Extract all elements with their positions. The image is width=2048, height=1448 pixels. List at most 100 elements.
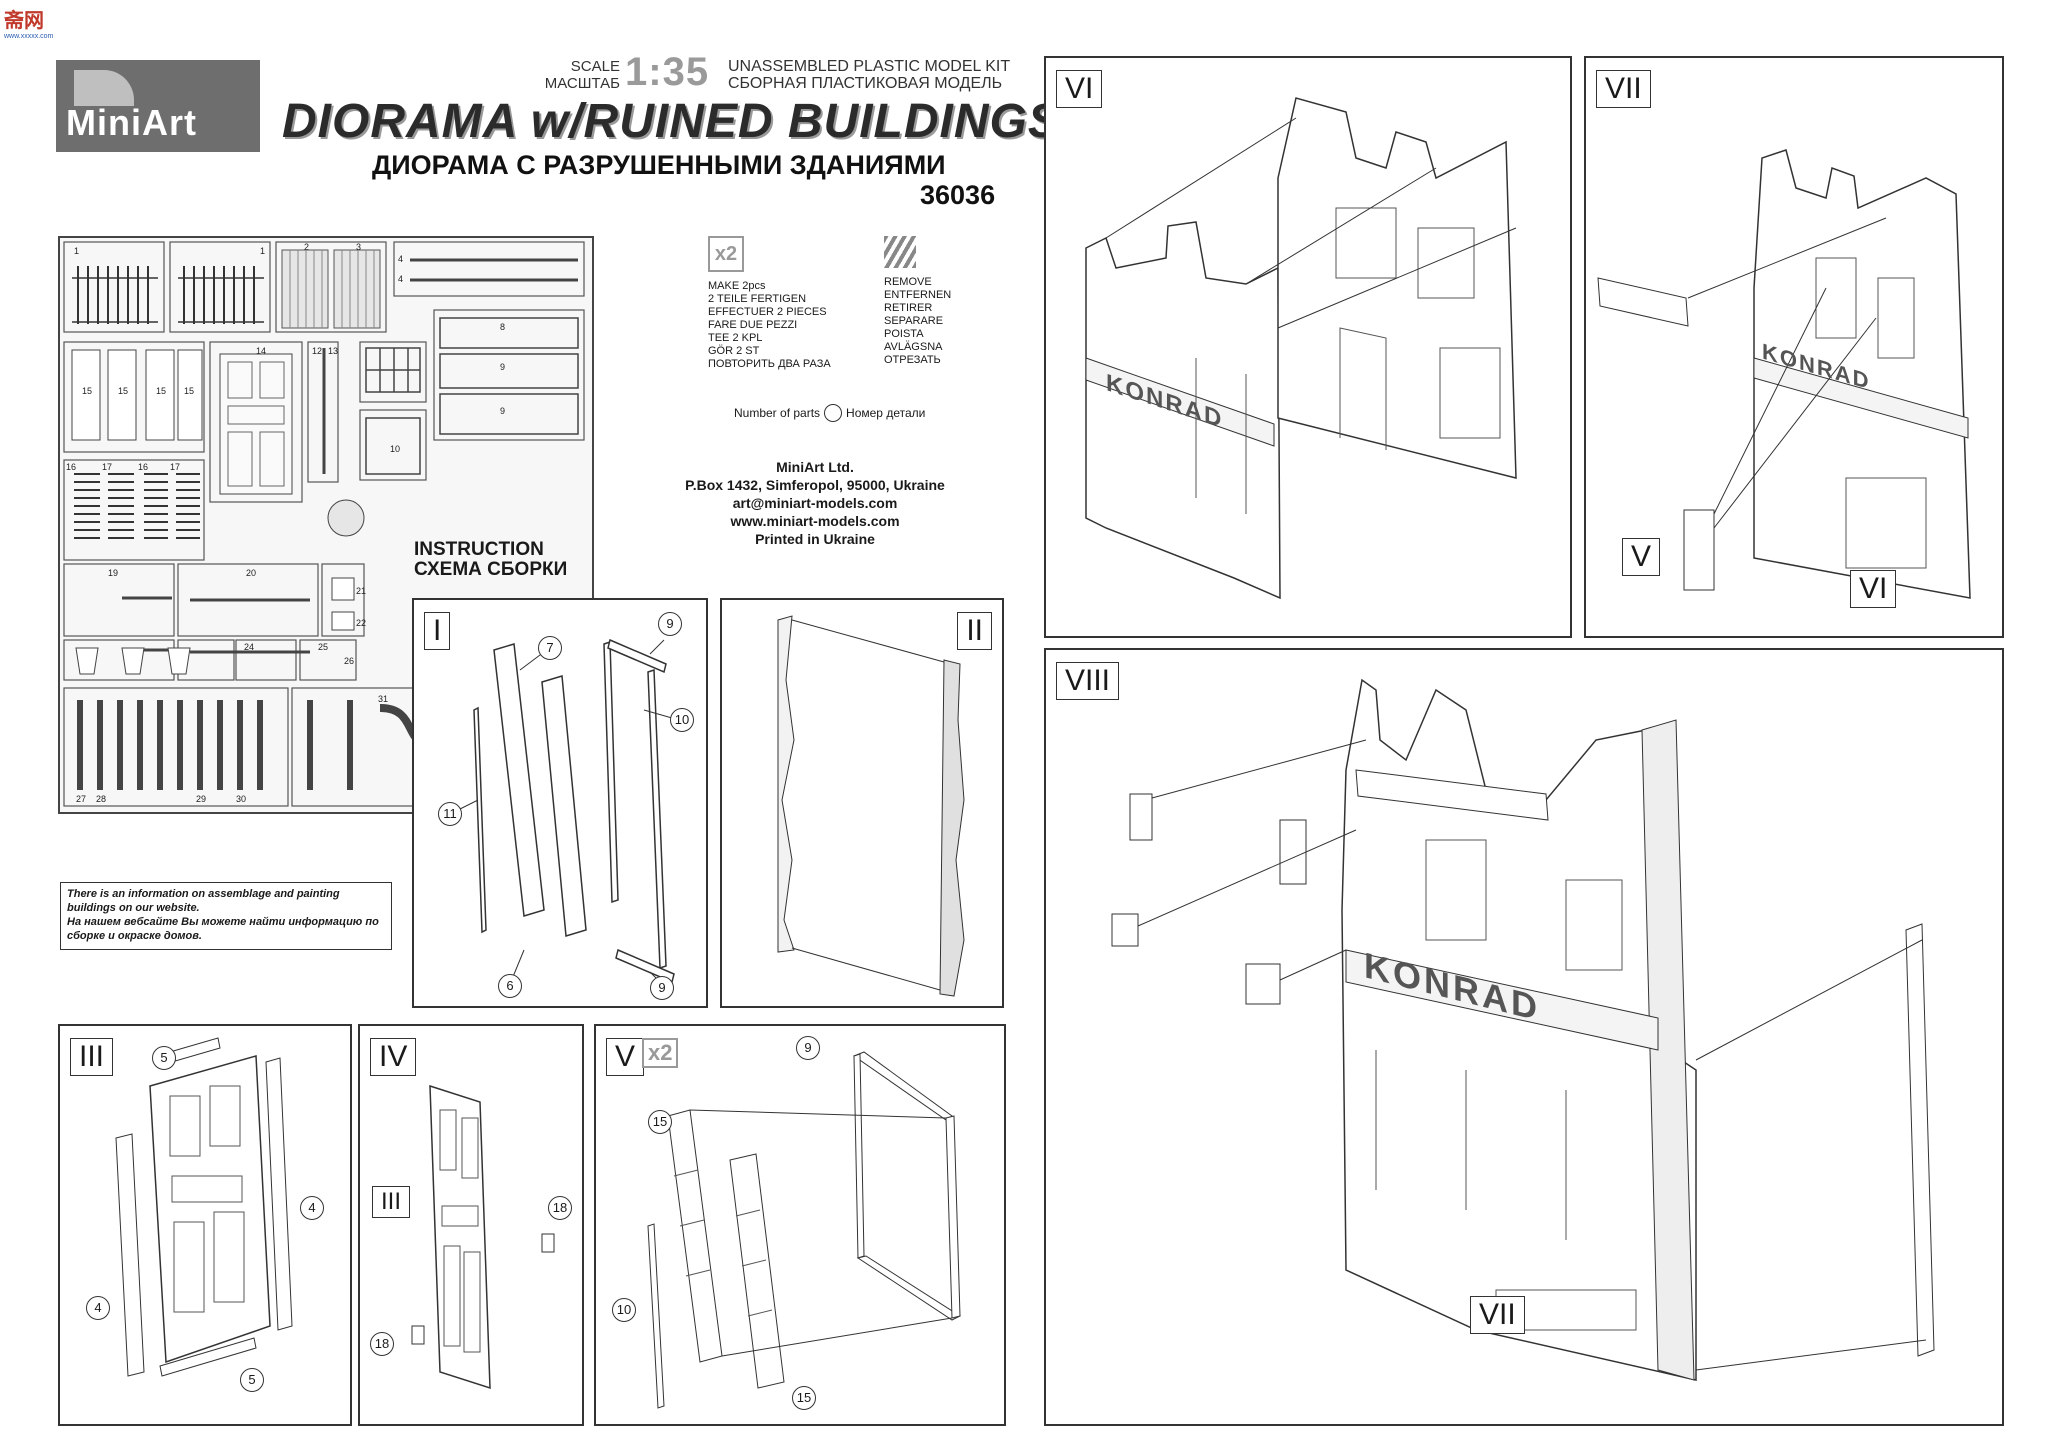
- step-label: II: [957, 612, 992, 650]
- x2-icon: x2: [708, 236, 744, 272]
- step-label: III: [70, 1038, 114, 1076]
- step-VIII-panel: VIII KONRAD VII: [1044, 648, 2004, 1426]
- kit-number: 36036: [920, 180, 996, 210]
- sprue-part-number: 31: [378, 694, 389, 704]
- sprue-part-number: 8: [500, 322, 506, 332]
- part-callout: 9: [650, 976, 674, 1000]
- sprue-part-number: 29: [196, 794, 207, 804]
- instruction-heading: INSTRUCTION СХЕМА СБОРКИ: [414, 540, 567, 580]
- step-IV-panel: IV III 18 18: [358, 1024, 584, 1426]
- part-callout: 15: [792, 1386, 816, 1410]
- remove-line: SEPARARE: [884, 315, 944, 327]
- info-note: There is an information on assemblage an…: [60, 882, 392, 950]
- step-label: I: [424, 612, 451, 650]
- sprue-part-number: 1: [260, 246, 266, 256]
- title-ru: ДИОРАМА С РАЗРУШЕННЫМИ ЗДАНИЯМИ: [372, 150, 946, 180]
- step-I-drawing: [457, 638, 675, 987]
- sprue-part-number: 30: [236, 794, 247, 804]
- step-IV-drawing: [411, 1084, 555, 1390]
- scale-label-ru: МАСШТАБ: [544, 75, 620, 92]
- multiplier-badge: x2: [642, 1038, 679, 1068]
- make-line: TEE 2 KPL: [708, 332, 763, 344]
- sprue-part-number: 1: [74, 246, 80, 256]
- step-II-drawing: [777, 615, 965, 997]
- step-V-drawing: [647, 1051, 962, 1409]
- step-VIII-drawing: [1111, 678, 1935, 1381]
- sprue-part-number: 16: [66, 462, 77, 472]
- make-line: ПОВТОРИТЬ ДВА РАЗА: [708, 358, 831, 370]
- make-line: EFFECTUER 2 PIECES: [708, 306, 827, 318]
- sprue-part-number: 20: [246, 568, 257, 578]
- sprue-part-number: 4: [398, 274, 404, 284]
- sub-assembly-label: III: [372, 1186, 411, 1218]
- part-callout: 4: [86, 1296, 110, 1320]
- kit-type-en: UNASSEMBLED PLASTIC MODEL KIT: [728, 58, 1011, 75]
- watermark-logo: 斋网: [4, 10, 44, 32]
- sprue-part-number: 22: [356, 618, 367, 628]
- sprue-part-number: 9: [500, 362, 506, 372]
- title-en: DIORAMA w/RUINED BUILDINGS: [282, 95, 1061, 148]
- company-address: P.Box 1432, Simferopol, 95000, Ukraine: [685, 477, 945, 493]
- sprue-part-number: 25: [318, 642, 329, 652]
- sprue-frame-drawing: [63, 241, 585, 807]
- number-of-parts-legend: Number of parts Номер детали: [734, 404, 925, 422]
- company-info: MiniArt Ltd. P.Box 1432, Simferopol, 950…: [640, 458, 990, 548]
- company-name: MiniArt Ltd.: [776, 459, 854, 475]
- number-of-parts-en: Number of parts: [734, 406, 821, 420]
- sprue-part-number: 12: [312, 346, 323, 356]
- corner-watermark: 斋网 www.xxxxx.com: [4, 4, 53, 40]
- sprue-part-number: 17: [170, 462, 181, 472]
- sprue-part-number: 26: [344, 656, 355, 666]
- sub-assembly-label: VII: [1470, 1296, 1525, 1334]
- remove-line: AVLÄGSNA: [884, 341, 943, 353]
- step-II-panel: II: [720, 598, 1004, 1008]
- sprue-part-number: 15: [118, 386, 129, 396]
- step-III-panel: III 5 4 4 5: [58, 1024, 352, 1426]
- sprue-part-number: 16: [138, 462, 149, 472]
- step-label: VI: [1056, 70, 1103, 108]
- sprue-part-number: 14: [256, 346, 267, 356]
- remove-line: POISTA: [884, 328, 924, 340]
- make-line: 2 TEILE FERTIGEN: [708, 293, 807, 305]
- sprue-part-number: 3: [356, 242, 362, 252]
- miniart-logo: MiniArt: [56, 60, 260, 152]
- part-callout: 5: [240, 1368, 264, 1392]
- info-note-ru: На нашем вебсайте Вы можете найти информ…: [67, 916, 379, 942]
- step-label: VII: [1596, 70, 1651, 108]
- step-label: VIII: [1056, 662, 1120, 700]
- make-2pcs-legend: x2 MAKE 2pcs 2 TEILE FERTIGEN EFFECTUER …: [708, 236, 831, 371]
- sprue-part-number: 15: [82, 386, 93, 396]
- part-callout: 7: [538, 636, 562, 660]
- make-line: GÖR 2 ST: [708, 345, 760, 357]
- part-callout: 4: [300, 1196, 324, 1220]
- logo-shape: [74, 70, 134, 106]
- step-VI-panel: VI KONRAD: [1044, 56, 1572, 638]
- company-email: art@miniart-models.com: [732, 495, 898, 511]
- instruction-heading-ru: СХЕМА СБОРКИ: [414, 559, 568, 580]
- remove-icon: [884, 236, 916, 268]
- step-VII-panel: VII KONRAD V VI: [1584, 56, 2004, 638]
- step-VII-drawing: [1597, 149, 1971, 599]
- remove-line: ENTFERNEN: [884, 289, 952, 301]
- kit-type: UNASSEMBLED PLASTIC MODEL KIT СБОРНАЯ ПЛ…: [728, 58, 1010, 92]
- sprue-part-number: 4: [398, 254, 404, 264]
- sprue-part-number: 9: [500, 406, 506, 416]
- sprue-diagram: 1 1 2 3 4 4 15 15 15 15 16 17 16 17 8 9 …: [58, 236, 594, 814]
- step-label: V: [606, 1038, 645, 1076]
- scale-value: 1:35: [625, 50, 710, 94]
- step-V-panel: V x2 9 15 10 15: [594, 1024, 1006, 1426]
- part-callout: 11: [438, 802, 462, 826]
- sprue-part-number: 24: [244, 642, 255, 652]
- printed-in: Printed in Ukraine: [755, 531, 875, 547]
- part-callout: 18: [548, 1196, 572, 1220]
- company-website: www.miniart-models.com: [730, 513, 900, 529]
- number-of-parts-ru: Номер детали: [846, 406, 926, 420]
- sprue-part-number: 2: [304, 242, 310, 252]
- brand-name: MiniArt: [66, 102, 197, 143]
- sprue-part-number: 15: [156, 386, 167, 396]
- part-number-circle-icon: [824, 404, 843, 422]
- part-callout: 10: [670, 708, 694, 732]
- sub-assembly-label: V: [1622, 538, 1661, 576]
- sprue-part-number: 13: [328, 346, 339, 356]
- info-note-en: There is an information on assemblage an…: [67, 888, 340, 914]
